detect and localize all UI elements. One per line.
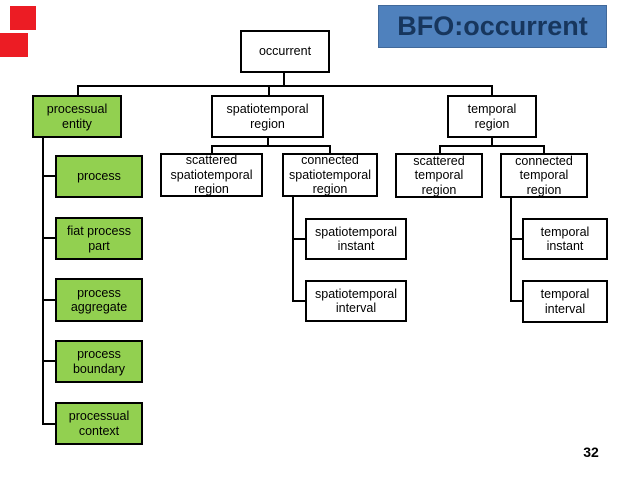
connector-line [292,197,294,302]
connector-line [439,145,545,147]
connector-line [283,73,285,86]
connector-line [491,138,493,147]
connector-line [510,238,522,240]
connector-line [42,138,44,425]
connector-line [439,145,441,153]
node-process-aggregate: process aggregate [55,278,143,322]
connector-line [211,145,213,153]
connector-line [268,85,270,95]
connector-line [510,300,522,302]
node-connected-temporal-region: connected temporal region [500,153,588,198]
connector-line [211,145,331,147]
connector-line [292,300,305,302]
node-temporal-instant: temporal instant [522,218,608,260]
node-connected-spatiotemporal-region: connected spatiotemporal region [282,153,378,197]
connector-line [329,145,331,153]
node-spatiotemporal-interval: spatiotemporal interval [305,280,407,322]
slide-title: BFO:occurrent [378,5,607,48]
node-process-boundary: process boundary [55,340,143,383]
node-spatiotemporal-region: spatiotemporal region [211,95,324,138]
connector-line [510,198,512,302]
connector-line [543,145,545,153]
node-processual-entity: processual entity [32,95,122,138]
red-accent-bar-bottom [0,33,28,57]
connector-line [491,85,493,95]
connector-line [77,85,79,95]
connector-line [267,138,269,147]
node-scattered-spatiotemporal-region: scattered spatiotemporal region [160,153,263,197]
node-fiat-process-part: fiat process part [55,217,143,260]
node-processual-context: processual context [55,402,143,445]
connector-line [292,238,305,240]
node-spatiotemporal-instant: spatiotemporal instant [305,218,407,260]
connector-line [42,423,55,425]
node-temporal-region: temporal region [447,95,537,138]
connector-line [42,299,55,301]
red-accent-bar-top [10,6,36,30]
node-scattered-temporal-region: scattered temporal region [395,153,483,198]
connector-line [77,85,493,87]
node-temporal-interval: temporal interval [522,280,608,323]
page-number: 32 [583,444,599,460]
node-process: process [55,155,143,198]
connector-line [42,360,55,362]
connector-line [42,175,55,177]
connector-line [42,237,55,239]
node-occurrent: occurrent [240,30,330,73]
